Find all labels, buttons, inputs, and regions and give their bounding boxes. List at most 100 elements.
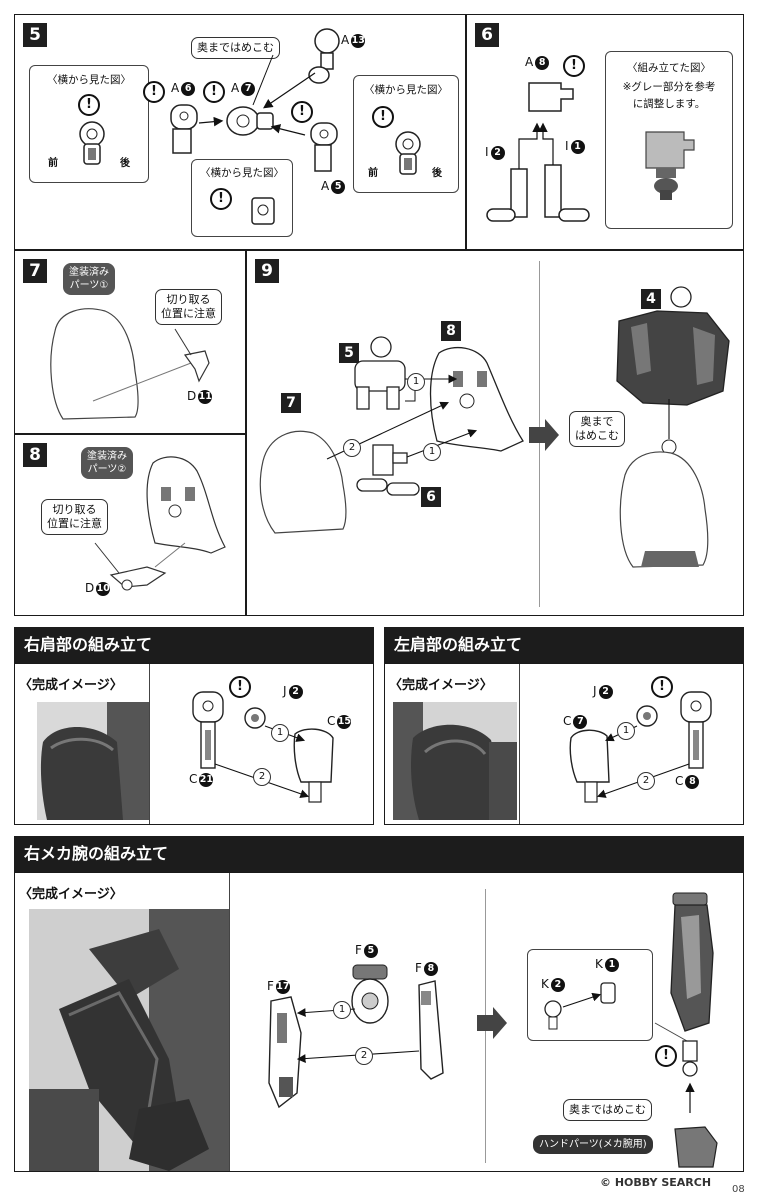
part-a8-drawing [528, 82, 574, 112]
assembled-view-title: 〈組み立てた図〉 [627, 62, 711, 74]
order-marker-1: 1 [407, 373, 425, 391]
left-shoulder-assembly-drawing [569, 691, 712, 803]
assembled-part-drawing [645, 131, 695, 200]
step-9-assembly-drawing [259, 286, 730, 568]
step-5-number: 5 [23, 23, 47, 47]
ref-step-4: 4 [641, 289, 661, 309]
right-mecha-arm-header: 右メカ腕の組み立て [14, 836, 744, 872]
hand-parts-badge: ハンドパーツ(メカ腕用) [533, 1135, 653, 1154]
mecha-arm-photo-shape [29, 909, 229, 1171]
order-marker-2: 2 [343, 439, 361, 457]
side-view-box-right: 〈横から見た図〉 ! 前 後 [353, 75, 459, 193]
caution-icon: ! [655, 1045, 677, 1067]
order-marker-2: 2 [637, 772, 655, 790]
caution-icon: ! [78, 94, 100, 116]
order-marker-1: 1 [333, 1001, 351, 1019]
right-shoulder-photo-shape [40, 702, 149, 820]
mecha-arm-hand-assembly-drawing [544, 892, 718, 1168]
side-view-box-bottom: 〈横から見た図〉 ! [191, 159, 293, 237]
push-in-callout: 奥まではめこむ [191, 37, 280, 59]
caution-icon: ! [143, 81, 165, 103]
step-9-panel: 9 5 8 7 6 4 [246, 250, 744, 616]
part-a6-drawing [170, 104, 198, 154]
assembled-view-note: ※グレー部分を参考 [622, 81, 716, 93]
order-marker-1: 1 [271, 724, 289, 742]
cut-position-callout: 切り取る 位置に注意 [155, 289, 222, 325]
right-mecha-arm-photo [29, 909, 229, 1171]
caution-icon: ! [210, 188, 232, 210]
side-view-part-drawing [79, 121, 105, 165]
order-marker-1: 1 [423, 443, 441, 461]
assembled-view-note: に調整します。 [632, 98, 706, 110]
ref-step-7: 7 [281, 393, 301, 413]
right-shoulder-header: 右肩部の組み立て [14, 627, 374, 663]
side-view-title: 〈横から見た図〉 [47, 74, 131, 86]
side-view-part-drawing [395, 131, 421, 175]
painted-parts-badge: 塗装済み パーツ② [81, 447, 133, 479]
left-shoulder-header: 左肩部の組み立て [384, 627, 744, 663]
right-shoulder-photo [37, 702, 149, 820]
painted-part-2-drawing [94, 456, 226, 591]
front-label: 前 [368, 168, 378, 179]
image-divider [229, 873, 230, 1171]
part-a13-drawing [308, 28, 340, 84]
part-a5-drawing [310, 122, 338, 172]
step-7-number: 7 [23, 259, 47, 283]
ref-step-5: 5 [339, 343, 359, 363]
finished-image-label: 〈完成イメージ〉 [19, 678, 123, 693]
painted-parts-badge: 塗装済み パーツ① [63, 263, 115, 295]
ref-step-8: 8 [441, 321, 461, 341]
assembly-arrows [198, 54, 316, 136]
caution-icon: ! [229, 676, 251, 698]
part-a7-drawing [226, 106, 274, 136]
step-9-number: 9 [255, 259, 279, 283]
side-view-part-drawing [251, 197, 275, 225]
assembled-view-box: 〈組み立てた図〉 ※グレー部分を参考 に調整します。 [605, 51, 733, 229]
ref-step-6: 6 [421, 487, 441, 507]
right-shoulder-assembly-drawing [192, 691, 334, 803]
push-in-callout: 奥まで はめこむ [569, 411, 625, 447]
step-6-number: 6 [475, 23, 499, 47]
push-in-callout: 奥まではめこむ [563, 1099, 652, 1121]
page-number: 08 [732, 1184, 745, 1195]
order-marker-2: 2 [355, 1047, 373, 1065]
k-parts-box [527, 949, 653, 1041]
left-shoulder-photo [393, 702, 517, 820]
side-view-title: 〈横から見た図〉 [200, 167, 284, 179]
caution-icon: ! [372, 106, 394, 128]
parts-i1-i2-drawing [486, 122, 590, 222]
front-label: 前 [48, 158, 58, 169]
caution-icon: ! [203, 81, 225, 103]
side-view-box-left: 〈横から見た図〉 ! 前 後 [29, 65, 149, 183]
side-view-title: 〈横から見た図〉 [364, 84, 448, 96]
painted-part-1-drawing [50, 308, 210, 420]
caution-icon: ! [563, 55, 585, 77]
order-marker-2: 2 [253, 768, 271, 786]
back-label: 後 [432, 168, 442, 179]
left-shoulder-photo-shape [393, 702, 517, 820]
image-divider [519, 664, 520, 824]
